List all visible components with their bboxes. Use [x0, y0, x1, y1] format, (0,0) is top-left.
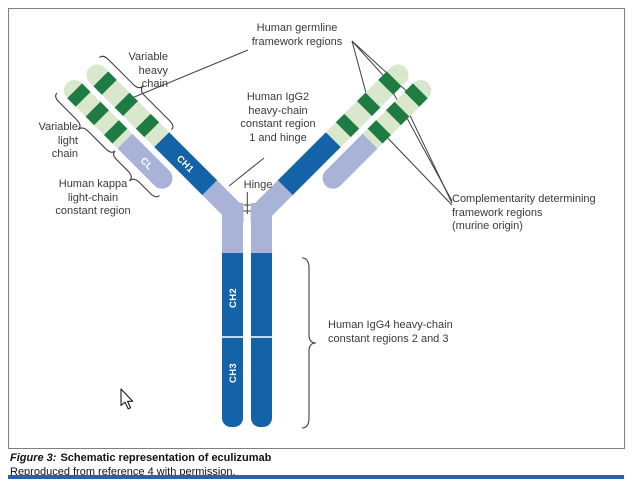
figure-title: Schematic representation of eculizumab	[60, 452, 272, 464]
stem-right-hinge-segment	[251, 203, 272, 253]
cdr-stripe	[335, 113, 360, 138]
leader-line-igg2	[228, 157, 265, 187]
cdr-stripe	[85, 101, 109, 126]
footer-accent-bar	[8, 475, 624, 479]
cdr-stripe	[67, 83, 91, 107]
leader-line-cdr-3	[380, 130, 453, 206]
cdr-stripe	[104, 120, 128, 144]
brace-igg4-constant	[301, 257, 317, 429]
label-igg2-constant-region: Human IgG2 heavy-chain constant region 1…	[240, 91, 316, 144]
cdr-stripe	[404, 83, 428, 107]
right-arm	[243, 64, 432, 230]
label-hinge: Hinge	[243, 179, 273, 191]
hinge-gap	[243, 203, 251, 241]
right-ch1-segment	[277, 132, 341, 196]
stem-left-constant	[222, 253, 243, 427]
cdr-stripe	[114, 92, 138, 116]
right-cl-segment	[322, 133, 378, 189]
leader-line-germline-left	[126, 49, 249, 101]
ch2-label: CH2	[228, 288, 239, 308]
caption-line-1: Figure 3:Schematic representation of ecu…	[10, 451, 271, 465]
label-kappa-constant-region: Human kappa light-chain constant region	[55, 178, 131, 217]
cdr-stripe	[378, 71, 402, 95]
label-igg4-constant-regions: Human IgG4 heavy-chain constant regions …	[328, 319, 453, 345]
cdr-stripe	[357, 92, 381, 116]
cdr-stripe	[93, 71, 117, 95]
left-ch1-segment	[154, 132, 218, 196]
label-cdr-murine: Complementarity determining framework re…	[452, 193, 596, 232]
stem-right-constant	[251, 253, 272, 427]
cdr-stripe	[135, 113, 160, 138]
cdr-stripe	[386, 101, 410, 126]
cdr-stripe	[367, 120, 391, 144]
leader-line-germline-right-3	[351, 40, 414, 98]
ch3-label: CH3	[228, 363, 239, 383]
label-germline-framework: Human germline framework regions	[251, 22, 343, 48]
mouse-cursor	[120, 388, 134, 410]
brace-variable-light	[55, 92, 116, 153]
figure-number: Figure 3:	[10, 452, 57, 464]
hinge-marker	[243, 192, 251, 214]
leader-line-cdr-2	[403, 102, 453, 204]
label-variable-heavy-chain: Variable heavy chain	[128, 51, 168, 90]
stem: CH2 CH3	[222, 203, 272, 427]
stem-left-hinge-segment	[222, 203, 243, 253]
label-variable-light-chain: Variable light chain	[38, 121, 78, 160]
left-cl-segment	[117, 133, 173, 189]
